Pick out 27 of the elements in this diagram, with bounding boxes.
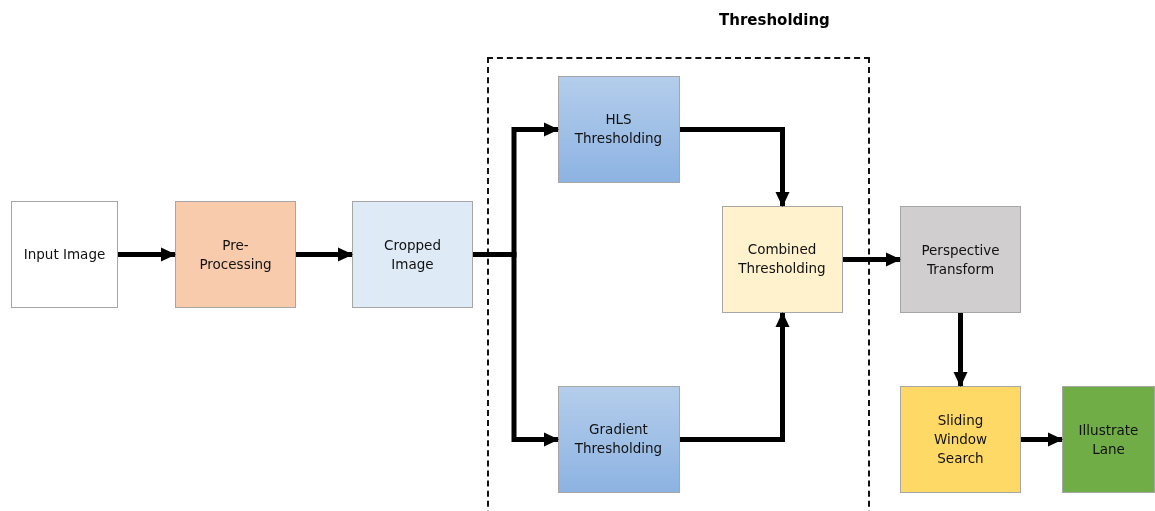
box-label: Gradient Thresholding — [573, 420, 664, 458]
box-label: Combined Thresholding — [737, 240, 827, 278]
box-label: Sliding Window Search — [932, 411, 989, 468]
box-label: Perspective Transform — [920, 240, 1001, 279]
process-box — [11, 201, 118, 308]
group-title: Thresholding — [719, 11, 830, 29]
box-label: Pre- Processing — [198, 235, 273, 274]
box-label: HLS Thresholding — [573, 110, 664, 148]
process-box — [557, 385, 680, 493]
process-box — [557, 75, 680, 183]
arrow — [680, 127, 790, 207]
arrow — [118, 247, 176, 262]
arrow — [473, 252, 559, 447]
box-label: Cropped Image — [383, 235, 442, 274]
arrow — [953, 313, 968, 387]
arrow — [843, 252, 901, 267]
arrow — [296, 247, 353, 262]
process-box — [175, 201, 296, 308]
box-label: Illustrate Lane — [1077, 420, 1140, 459]
process-box — [352, 201, 473, 308]
process-box — [721, 205, 843, 313]
arrow — [680, 312, 790, 442]
process-box — [900, 206, 1021, 313]
arrow — [1021, 432, 1063, 447]
box-label: Input Image — [23, 245, 106, 264]
process-box — [1062, 386, 1155, 493]
process-box — [900, 386, 1021, 493]
